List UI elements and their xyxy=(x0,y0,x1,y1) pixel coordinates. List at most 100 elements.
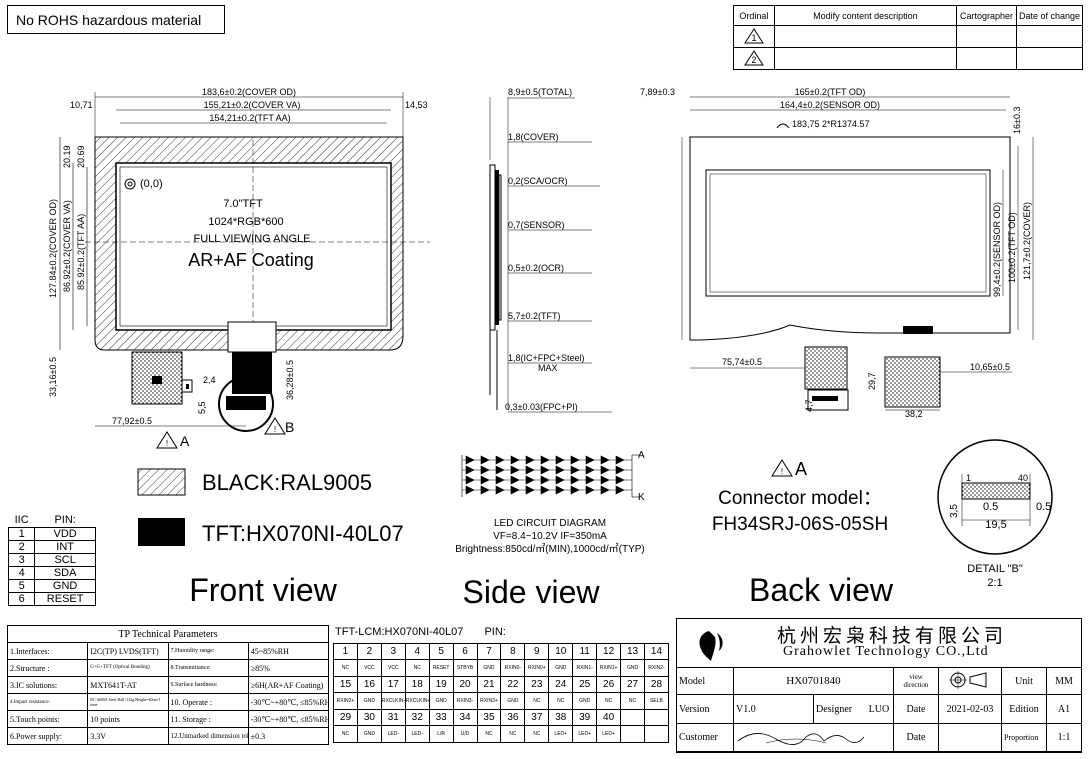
title-block-table: Model HX0701840 view direction Unit MM V… xyxy=(676,667,1082,752)
pin-signal: GND xyxy=(356,692,382,710)
iic-sig: RESET xyxy=(34,591,96,606)
led-anode-label: A xyxy=(638,450,645,461)
pin-number: 14 xyxy=(643,643,670,660)
pin-number xyxy=(643,709,670,726)
pin-signal: GND xyxy=(356,725,382,743)
company-logo-icon xyxy=(699,631,723,661)
fpc-x-dim: 77,92±0.5 xyxy=(112,416,152,426)
tp-cell: MXT641T-AT xyxy=(87,676,169,694)
proportion-label: Proportion xyxy=(1001,723,1047,752)
back-h-sensor: 99,4±0.2(SENSOR OD) xyxy=(992,202,1002,297)
pin-signal: GND xyxy=(428,692,454,710)
pin-number: 9 xyxy=(524,643,550,660)
pin-signal: VCC xyxy=(356,659,382,677)
edition-value: A1 xyxy=(1046,694,1082,724)
pin-number: 19 xyxy=(428,676,454,693)
tft-pin-title: TFT-LCM:HX070NI-40L07 PIN: xyxy=(335,626,506,638)
viewing-angle-label: FULL VIEWING ANGLE xyxy=(194,233,311,245)
unit-value: MM xyxy=(1046,667,1082,695)
model-value: HX0701840 xyxy=(733,667,894,695)
side-total: 8,9±0.5(TOTAL) xyxy=(508,87,572,97)
pin-signal: STBYB xyxy=(452,659,478,677)
designer-value: LUO xyxy=(868,703,890,715)
led-spec: VF=8.4~10.2V IF=350mA xyxy=(493,531,607,542)
back-top-gap: 16±0.3 xyxy=(1012,107,1022,134)
panel-size-label: 7.0"TFT xyxy=(223,198,263,210)
pin-signal: NC xyxy=(476,725,502,743)
led-title: LED CIRCUIT DIAGRAM xyxy=(494,518,606,529)
pin-number: 6 xyxy=(452,643,478,660)
back-h29: 29,7 xyxy=(867,372,877,390)
iic-num: 2 xyxy=(7,539,36,554)
back-fpc-x: 75,74±0.5 xyxy=(722,357,762,367)
front-view-title: Front view xyxy=(189,572,337,608)
pin-signal: SELB xyxy=(643,692,670,710)
coating-label: AR+AF Coating xyxy=(188,250,314,270)
back-arc: 183,75 2*R1374.57 xyxy=(792,119,870,129)
date-value: 2021-02-03 xyxy=(938,694,1002,724)
tft-aa-dim: 154,21±0.2(TFT AA) xyxy=(209,113,290,123)
pin-number: 29 xyxy=(333,709,358,726)
v2-dim: 20.69 xyxy=(76,145,86,168)
tp-cell: 11. Storage : xyxy=(167,710,249,728)
pin-signal: NC xyxy=(620,692,645,710)
pin-signal: LED+ xyxy=(548,725,574,743)
tp-cell: 45~85%RH xyxy=(247,642,330,660)
detail-title: DETAIL "B" xyxy=(967,563,1023,575)
pin-signal: LED+ xyxy=(572,725,598,743)
version-value: V1.0 xyxy=(733,694,814,724)
warning-triangle-icon: 2 xyxy=(743,49,764,65)
svg-text:!: ! xyxy=(781,467,783,476)
iic-sig: SDA xyxy=(34,565,96,580)
pin-signal: RXIN1+ xyxy=(596,659,622,677)
back-h4: 4,7 xyxy=(804,399,814,412)
pin-number: 5 xyxy=(428,643,454,660)
iic-sig: INT xyxy=(34,539,96,554)
back-left-gap: 7,89±0.3 xyxy=(640,87,675,97)
connector-mark: A xyxy=(795,459,807,479)
tp-cell: I2C(TP) LVDS(TFT) xyxy=(87,642,169,660)
pin-number: 31 xyxy=(380,709,406,726)
pin-signal: NC xyxy=(404,659,430,677)
pin-number: 28 xyxy=(643,676,670,693)
pin-number: 22 xyxy=(500,676,526,693)
pin-signal: NC xyxy=(500,725,526,743)
pin-signal: GND xyxy=(500,692,526,710)
signature-cell xyxy=(733,723,894,752)
mark-a-label: A xyxy=(180,433,190,449)
pin-signal: RXIN1- xyxy=(572,659,598,677)
version-label: Version xyxy=(676,694,734,724)
pin-signal: RXIN0+ xyxy=(524,659,550,677)
pin-number: 27 xyxy=(620,676,645,693)
pin-number: 13 xyxy=(620,643,645,660)
height-od-dim: 127.84±0.2(COVER OD) xyxy=(48,199,58,298)
tp-cell: -30℃~+80℃, ≤85%RH xyxy=(247,710,330,728)
pin-signal xyxy=(620,725,645,743)
pin-number: 11 xyxy=(572,643,598,660)
view-direction-label: view direction xyxy=(893,667,939,695)
pin-number: 3 xyxy=(380,643,406,660)
legend-black: BLACK:RAL9005 xyxy=(202,470,372,495)
back-view-drawing: 7,89±0.3 165±0.2(TFT OD) 164,4±0.2(SENSO… xyxy=(640,87,1034,419)
led-cathode-label: K xyxy=(638,492,645,503)
tp-cell: 12.Unmarked dimension tolerance as xyxy=(167,727,249,745)
warning-triangle-icon: 1 xyxy=(743,27,764,43)
fpc-len-dim: 36,28±0.5 xyxy=(285,360,295,400)
side-tft: 5,7±0.2(TFT) xyxy=(508,311,560,321)
tp-cell: 5.Touch points: xyxy=(6,710,89,728)
date2-label: Date xyxy=(893,723,939,752)
pin-signal: RXIN0- xyxy=(500,659,526,677)
iic-header: IIC xyxy=(14,514,29,527)
side-ic: 1,8(IC+FPC+Steel) xyxy=(508,353,585,363)
tp-cell: -30℃~+80℃, ≤85%RH xyxy=(247,693,330,711)
pin-number: 35 xyxy=(476,709,502,726)
pin-signal: RXIN3- xyxy=(452,692,478,710)
pin-signal: GND xyxy=(548,659,574,677)
rohs-banner: No ROHS hazardous material xyxy=(7,5,225,34)
proportion-value: 1:1 xyxy=(1046,723,1082,752)
